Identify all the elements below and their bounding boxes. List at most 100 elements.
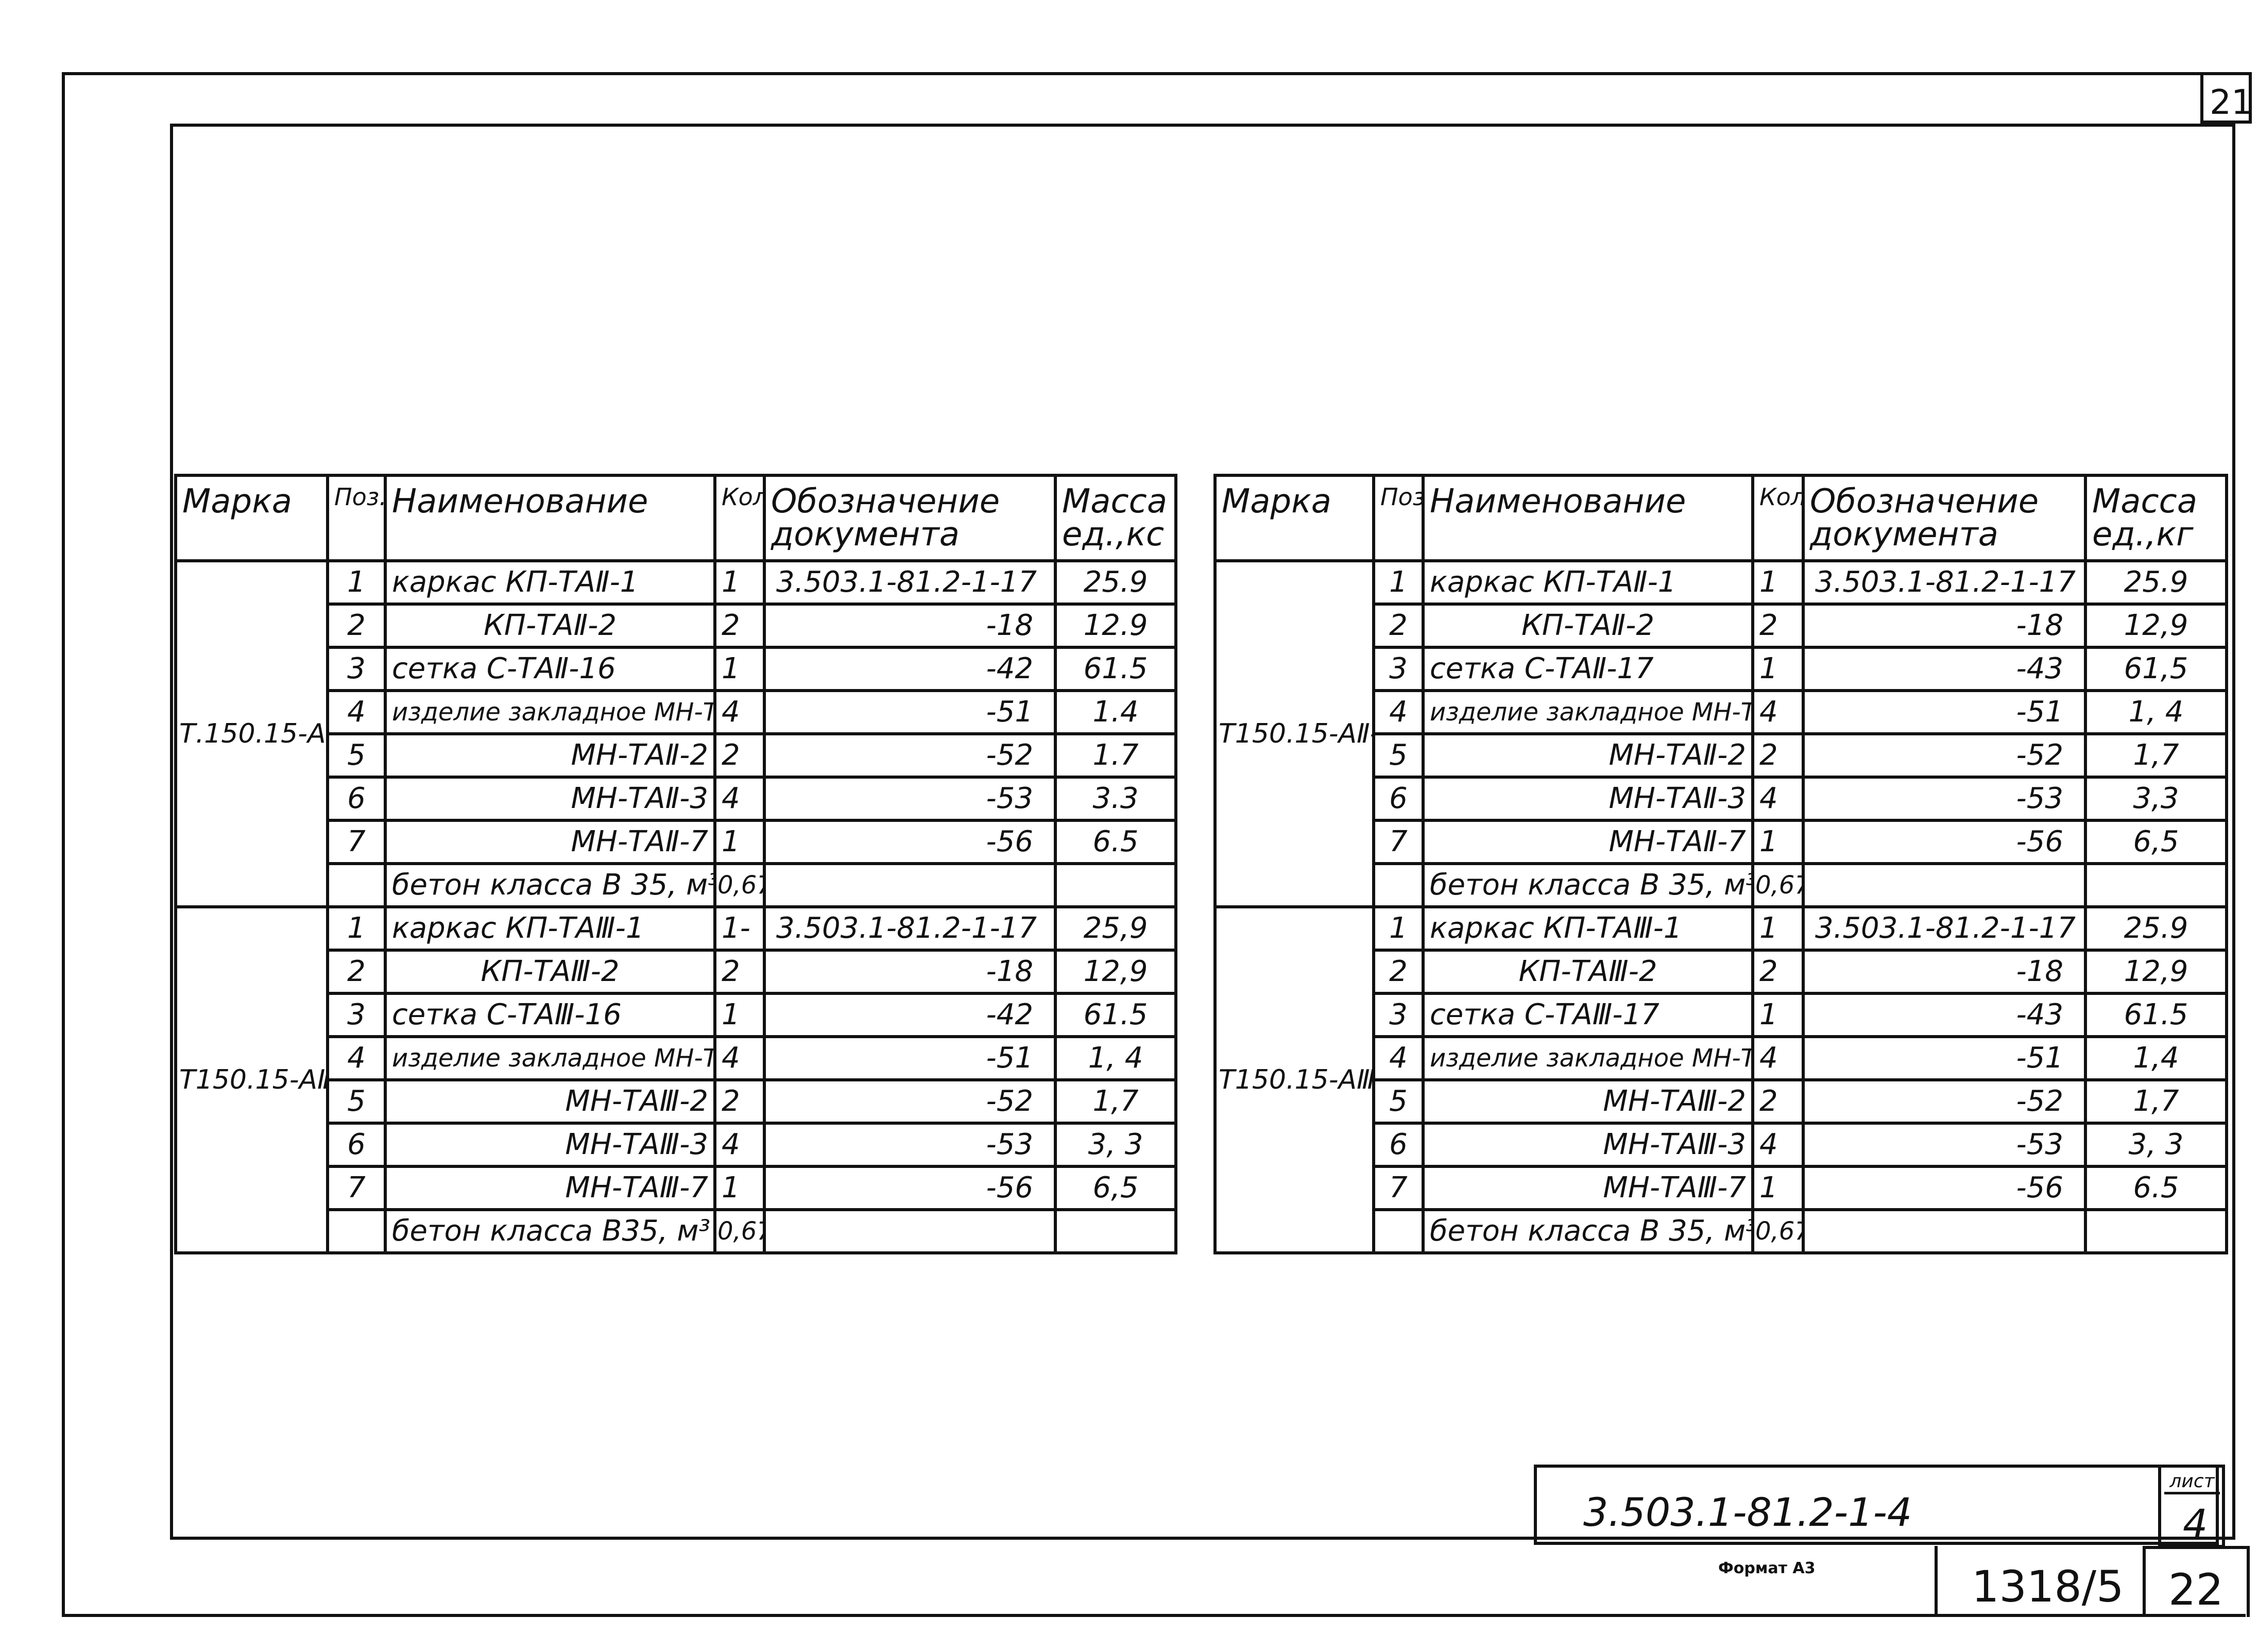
pos-cell: 5 [1372,732,1425,779]
doc-cell: -51 [1802,689,2087,735]
pos-cell: 6 [1372,776,1425,822]
name-cell: МН-ТАⅢ-7 [1422,1165,1754,1211]
pos-cell: 6 [326,776,387,822]
pos-cell: 2 [326,603,387,649]
mass-cell: 1, 4 [1054,1035,1177,1081]
qty-cell: 2 [713,603,766,649]
format-label: Формат А3 [1718,1559,1816,1577]
pos-cell: 6 [326,1122,387,1168]
name-cell: МН-ТАⅡ-3 [1422,776,1754,822]
mass-cell: 61.5 [1054,992,1177,1038]
name-cell: бетон класса В35, м³ [384,1208,716,1254]
page-number: 22 [2168,1564,2223,1615]
drawing-frame [170,124,2235,1540]
name-cell: каркас КП-ТАⅢ-1 [384,905,716,952]
name-cell: МН-ТАⅢ-3 [1422,1122,1754,1168]
pos-cell: 4 [1372,1035,1425,1081]
doc-cell: -51 [763,689,1057,735]
doc-cell: -18 [1802,949,2087,995]
pos-cell: 7 [326,1165,387,1211]
header-pos: Поз. [326,474,387,562]
pos-cell: 3 [326,646,387,692]
header-qty: Кол. [1751,474,1805,562]
header-pos: Поз. [1372,474,1425,562]
name-cell: бетон класса В 35, м³ [1422,862,1754,908]
pos-cell: 4 [326,689,387,735]
name-cell: сетка С-ТАⅡ-17 [1422,646,1754,692]
mass-cell: 61.5 [1054,646,1177,692]
mass-cell: 1,7 [1054,1078,1177,1125]
header-mass: Масса ед.,кс [1054,474,1177,562]
name-cell: МН-ТАⅡ-2 [1422,732,1754,779]
qty-cell: 4 [713,1035,766,1081]
table-row: Т150.15-АⅢ-21каркас КП-ТАⅢ-11-3.503.1-81… [174,905,1177,1254]
doc-cell: -43 [1802,992,2087,1038]
doc-cell: -53 [1802,1122,2087,1168]
pos-cell: 4 [326,1035,387,1081]
mass-cell: 1,4 [2084,1035,2228,1081]
doc-cell: -52 [763,732,1057,779]
mass-cell: 3, 3 [2084,1122,2228,1168]
archive-number: 1318/5 [1972,1561,2124,1612]
mass-cell: 25.9 [1054,559,1177,606]
doc-cell: -18 [763,603,1057,649]
name-cell: бетон класса В 35, м³ [1422,1208,1754,1254]
doc-cell: -56 [763,819,1057,865]
name-cell: изделие закладное МН-ТАⅢ-1 [1422,1035,1754,1081]
doc-cell [763,862,1057,908]
pos-cell: 4 [1372,689,1425,735]
mass-cell [1054,1208,1177,1254]
qty-cell: 1 [1751,992,1805,1038]
pos-cell: 2 [1372,949,1425,995]
qty-cell: 4 [713,1122,766,1168]
pos-cell: 7 [326,819,387,865]
stamp-doc-code: 3.503.1-81.2-1-4 [1583,1489,1912,1535]
mass-cell: 6.5 [2084,1165,2228,1211]
name-cell: КП-ТАⅢ-2 [1422,949,1754,995]
pos-cell: 3 [326,992,387,1038]
header-name: Наименование [1422,474,1754,562]
qty-cell: 2 [1751,1078,1805,1125]
name-cell: каркас КП-ТАⅡ-1 [1422,559,1754,606]
qty-cell: 1 [713,559,766,606]
header-doc: Обозначение документа [763,474,1057,562]
name-cell: сетка С-ТАⅢ-16 [384,992,716,1038]
mass-cell: 25,9 [1054,905,1177,952]
mark-cell: Т150.15-АⅡ-3 [1213,559,1375,908]
table-row: бетон класса В 35, м³0,67 [1215,862,2228,908]
qty-cell: 1 [1751,819,1805,865]
doc-cell: 3.503.1-81.2-1-17 [763,559,1057,606]
mass-cell: 6,5 [2084,819,2228,865]
doc-cell: -56 [1802,1165,2087,1211]
doc-cell: -43 [1802,646,2087,692]
doc-cell: 3.503.1-81.2-1-17 [1802,559,2087,606]
name-cell: МН-ТАⅢ-3 [384,1122,716,1168]
name-cell: МН-ТАⅡ-3 [384,776,716,822]
qty-cell: 4 [1751,1122,1805,1168]
header-mass: Масса ед.,кг [2084,474,2228,562]
stamp-sheet-label: лист [2164,1471,2220,1494]
doc-cell: 3.503.1-81.2-1-17 [763,905,1057,952]
table-row: бетон класса В 35, м³0,67 [176,862,1177,908]
mass-cell: 6.5 [1054,819,1177,865]
mass-cell: 61,5 [2084,646,2228,692]
doc-cell: -56 [1802,819,2087,865]
header-qty: Кол [713,474,766,562]
name-cell: каркас КП-ТАⅡ-1 [384,559,716,606]
doc-cell: -51 [1802,1035,2087,1081]
table-row: Т.150.15-АⅡ-21каркас КП-ТАⅡ-113.503.1-81… [174,559,1177,908]
